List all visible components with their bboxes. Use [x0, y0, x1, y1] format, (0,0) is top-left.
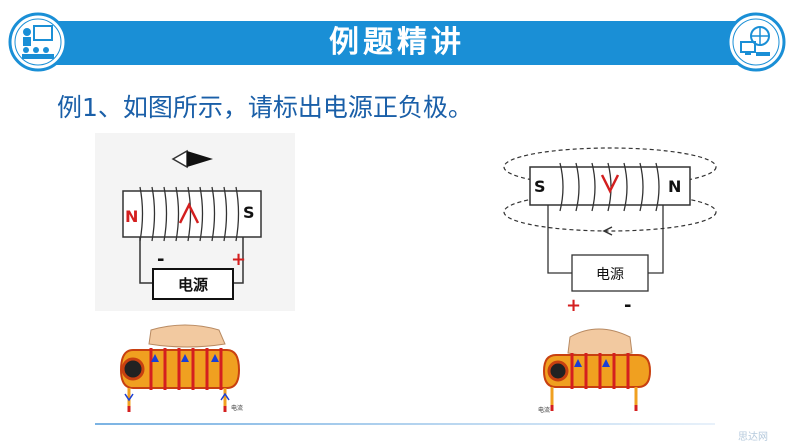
circuit-wire	[547, 205, 664, 274]
current-arrows	[574, 359, 610, 367]
banner-title: 例题精讲	[329, 25, 465, 60]
power-source	[571, 254, 649, 292]
compass-needle-dark	[187, 151, 213, 167]
globe-computer-icon	[726, 12, 786, 72]
coil-end	[547, 360, 569, 382]
coil-windings	[559, 162, 660, 212]
current-direction-mark	[178, 202, 200, 224]
lead-wire	[550, 387, 638, 405]
hand-fingers	[148, 324, 226, 348]
compass-needle	[171, 149, 188, 169]
plus-sign: +	[566, 295, 581, 315]
right-hand-rule-left: 电流	[119, 324, 243, 412]
coil-windings	[139, 186, 240, 242]
right-hand-rule-right: 电流	[538, 328, 652, 413]
minus-sign: -	[624, 295, 631, 315]
plus-sign: +	[231, 249, 246, 270]
current-arrows	[151, 354, 219, 362]
pole-left-label: N	[125, 207, 138, 226]
question-text: 例1、如图所示，请标出电源正负极。	[57, 93, 473, 122]
lead-wire	[127, 388, 227, 406]
coil-turns	[149, 348, 223, 390]
solenoid-diagram-right: S N 电源 + -	[503, 147, 717, 315]
watermark: 思达网	[738, 432, 768, 443]
lead-end	[550, 405, 638, 411]
current-label: 电流	[538, 406, 550, 413]
power-source-label: 电源	[178, 276, 208, 294]
lead-end	[127, 406, 227, 412]
pole-right-label: N	[668, 177, 681, 196]
current-label: 电流	[231, 404, 243, 412]
field-line-top	[503, 147, 717, 187]
footer-divider	[95, 423, 715, 425]
coil-end	[121, 357, 145, 381]
coil-turns	[570, 353, 630, 389]
field-arrow	[602, 226, 613, 236]
pole-right-label: S	[243, 203, 255, 222]
banner-bar	[44, 21, 750, 65]
power-source	[152, 268, 234, 300]
pole-left-label: S	[534, 177, 546, 196]
solenoid-diagram-left: N S 电源 - +	[122, 149, 262, 300]
teacher-classroom-icon	[8, 12, 68, 72]
current-direction-mark	[600, 174, 620, 194]
circuit-wire	[139, 237, 244, 284]
header-banner: 例题精讲	[8, 12, 786, 74]
minus-sign: -	[157, 249, 164, 270]
lead-wire-arrow	[124, 392, 230, 402]
hand-fingers	[567, 328, 633, 357]
iron-core	[122, 190, 262, 238]
power-source-label: 电源	[596, 267, 624, 283]
